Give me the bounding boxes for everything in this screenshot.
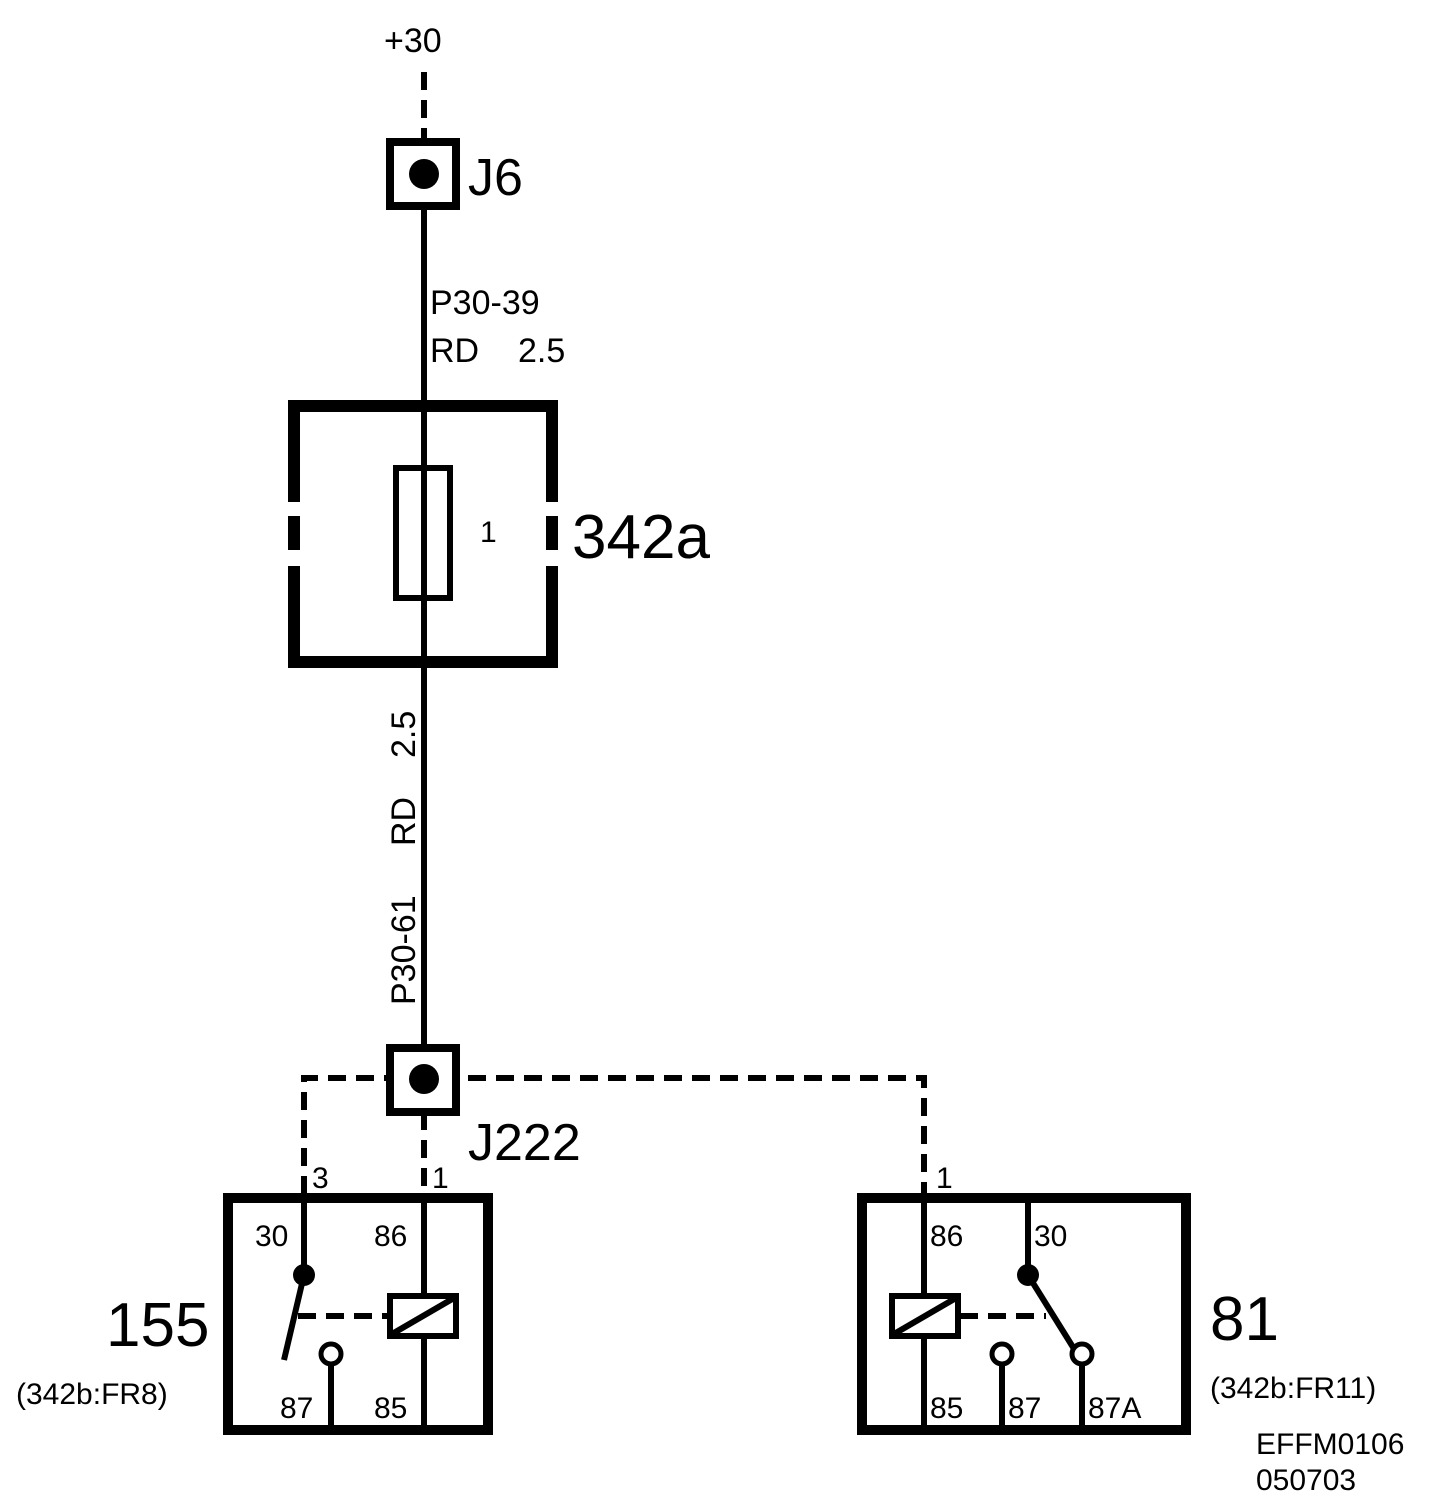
fuse-number: 1 [480,516,497,549]
relay-155-t30: 30 [255,1220,288,1253]
relay-81-t30: 30 [1034,1220,1067,1253]
relay-81-t87: 87 [1008,1392,1041,1425]
wire-top-color: RD [430,332,479,370]
relay-155-t86: 86 [374,1220,407,1253]
distribution-dashed-wires [301,1075,927,1194]
relay-81-t87a-contact [1069,1341,1095,1367]
relay-155-t85: 85 [374,1392,407,1425]
wire-top-code: P30-39 [430,284,540,322]
relay-81-t87a: 87A [1088,1392,1141,1425]
relay-81-coil-slash [892,1295,958,1337]
wire-top-size: 2.5 [518,332,565,370]
junction-j222-node [409,1064,439,1094]
relay-155-pin-in-left: 3 [312,1162,329,1195]
relay-155-id: 155 [106,1291,209,1360]
junction-j6-node [409,159,439,189]
relay-155-ref: (342b:FR8) [16,1378,168,1411]
relay-81-t86: 86 [930,1220,963,1253]
relay-81-pin-in: 1 [936,1162,953,1195]
wire-mid-code: P30-61 [385,895,423,1005]
junction-j6-label: J6 [468,149,523,207]
doc-date: 050703 [1256,1464,1356,1497]
junction-j222-label: J222 [468,1114,581,1172]
wire-mid-color: RD [385,797,423,846]
relay-155-switch-blade [281,1274,307,1361]
relay-155-pin-in-right: 1 [432,1162,449,1195]
relay-81-t85: 85 [930,1392,963,1425]
relay-81-t87-contact [989,1341,1015,1367]
relay-81-id: 81 [1210,1285,1279,1354]
relay-81-box [857,1193,1191,1435]
supply-label: +30 [384,22,442,60]
relay-81-ref: (342b:FR11) [1210,1372,1376,1405]
relay-155-t87-contact [318,1341,344,1367]
relay-155-t87: 87 [280,1392,313,1425]
relay-81-switch-blade [1025,1273,1079,1354]
relay-155-box [223,1193,493,1435]
relay-155-coil-slash [390,1295,456,1337]
fuse-box-id: 342a [572,503,710,572]
wire-mid-size: 2.5 [385,711,423,758]
doc-code: EFFM0106 [1256,1428,1404,1461]
